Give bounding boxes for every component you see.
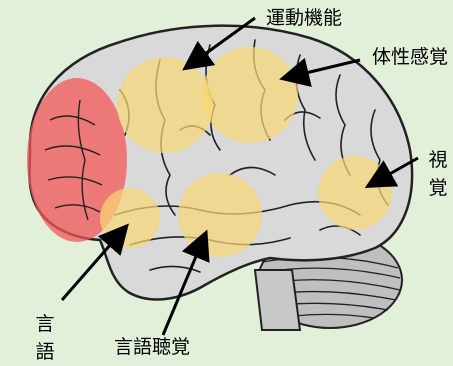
hearing-region [178, 173, 262, 257]
speech-region [100, 188, 160, 248]
somatosensory-region [202, 47, 298, 143]
speech-label: 言語 [34, 310, 56, 366]
visual-region [318, 156, 392, 230]
visual-label: 視覚 [427, 146, 449, 202]
motor-region [117, 57, 213, 153]
somatosensory-label: 体性感覚 [371, 44, 449, 70]
brain-stem [255, 270, 300, 330]
motor-label: 運動機能 [266, 6, 342, 30]
hearing-label: 言語聴覚 [114, 335, 190, 359]
